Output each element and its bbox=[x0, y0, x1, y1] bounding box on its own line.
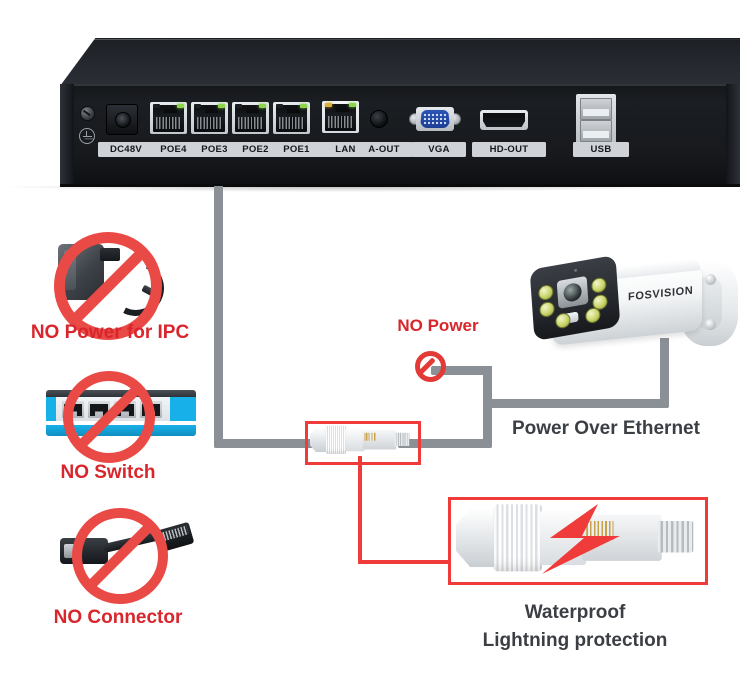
port-label-vga: VGA bbox=[412, 142, 466, 157]
port-label-usb: USB bbox=[573, 142, 629, 157]
cable-to-connector-left bbox=[214, 439, 324, 448]
inline-warning-no-power: NO Power bbox=[397, 316, 479, 335]
mount-bolt-top-icon bbox=[705, 274, 716, 285]
ground-symbol-icon bbox=[79, 128, 95, 144]
ir-led-icon bbox=[539, 300, 556, 319]
camera-lens bbox=[556, 275, 589, 309]
port-label-poe1: POE1 bbox=[271, 142, 322, 157]
port-label-poe4: POE4 bbox=[148, 142, 199, 157]
connector-highlight-box bbox=[305, 421, 421, 465]
waterproof-highlight-box bbox=[448, 497, 708, 585]
ir-led-icon bbox=[584, 306, 601, 325]
ir-led-icon bbox=[554, 311, 571, 330]
chassis-screw bbox=[80, 106, 95, 121]
port-poe4[interactable] bbox=[150, 102, 187, 134]
camera-front-panel bbox=[529, 254, 621, 342]
cable-nvr-drop bbox=[214, 186, 223, 448]
port-label-poe3: POE3 bbox=[189, 142, 240, 157]
dc-power-jack[interactable] bbox=[106, 104, 138, 135]
nvr-rear-face bbox=[60, 84, 740, 187]
port-poe1[interactable] bbox=[273, 102, 310, 134]
port-vga[interactable] bbox=[409, 106, 461, 132]
port-label-poe2: POE2 bbox=[230, 142, 281, 157]
ip-camera: FOSVISION bbox=[524, 250, 744, 390]
ir-led-icon bbox=[590, 276, 607, 295]
port-poe3[interactable] bbox=[191, 102, 228, 134]
prohibition-sign-icon bbox=[415, 351, 446, 382]
microphone-icon bbox=[573, 268, 578, 273]
caption-lightning-protection: Lightning protection bbox=[482, 630, 668, 651]
mount-bolt-bottom-icon bbox=[705, 319, 716, 330]
port-label-aout: A-OUT bbox=[355, 142, 413, 157]
port-hd-out[interactable] bbox=[480, 110, 528, 130]
cable-to-connector-right bbox=[398, 439, 492, 448]
caption-power-over-ethernet: Power Over Ethernet bbox=[512, 418, 700, 439]
port-audio-out[interactable] bbox=[370, 110, 388, 128]
lightning-bolt-icon bbox=[542, 504, 620, 574]
nvr-left-corner bbox=[60, 84, 74, 184]
warning-no-switch: NO Switch bbox=[60, 462, 156, 483]
callout-line-down bbox=[358, 456, 362, 564]
cable-camera-drop bbox=[660, 338, 669, 404]
no-switch-prohibition-icon bbox=[63, 371, 155, 463]
port-label-dc48v: DC48V bbox=[98, 142, 154, 157]
cable-to-camera-horizontal bbox=[483, 399, 669, 408]
port-label-hdout: HD-OUT bbox=[472, 142, 546, 157]
cable-no-power-stub bbox=[431, 366, 489, 375]
port-usb[interactable] bbox=[576, 94, 616, 146]
no-power-adapter-prohibition-icon bbox=[54, 232, 162, 340]
ir-led-icon bbox=[537, 283, 554, 302]
caption-waterproof: Waterproof bbox=[524, 602, 626, 623]
warning-no-connector: NO Connector bbox=[53, 607, 183, 628]
nvr-device: DC48V POE4 POE3 POE2 POE1 LAN A-OUT VGA bbox=[60, 38, 740, 188]
no-connector-prohibition-icon bbox=[72, 508, 168, 604]
nvr-drop-shadow bbox=[2, 186, 678, 192]
nvr-right-corner bbox=[726, 84, 740, 184]
nvr-top-panel bbox=[60, 38, 740, 86]
callout-line-right bbox=[358, 560, 450, 564]
port-poe2[interactable] bbox=[232, 102, 269, 134]
warning-no-power-for-ipc: NO Power for IPC bbox=[30, 322, 190, 343]
port-lan[interactable] bbox=[322, 101, 359, 133]
